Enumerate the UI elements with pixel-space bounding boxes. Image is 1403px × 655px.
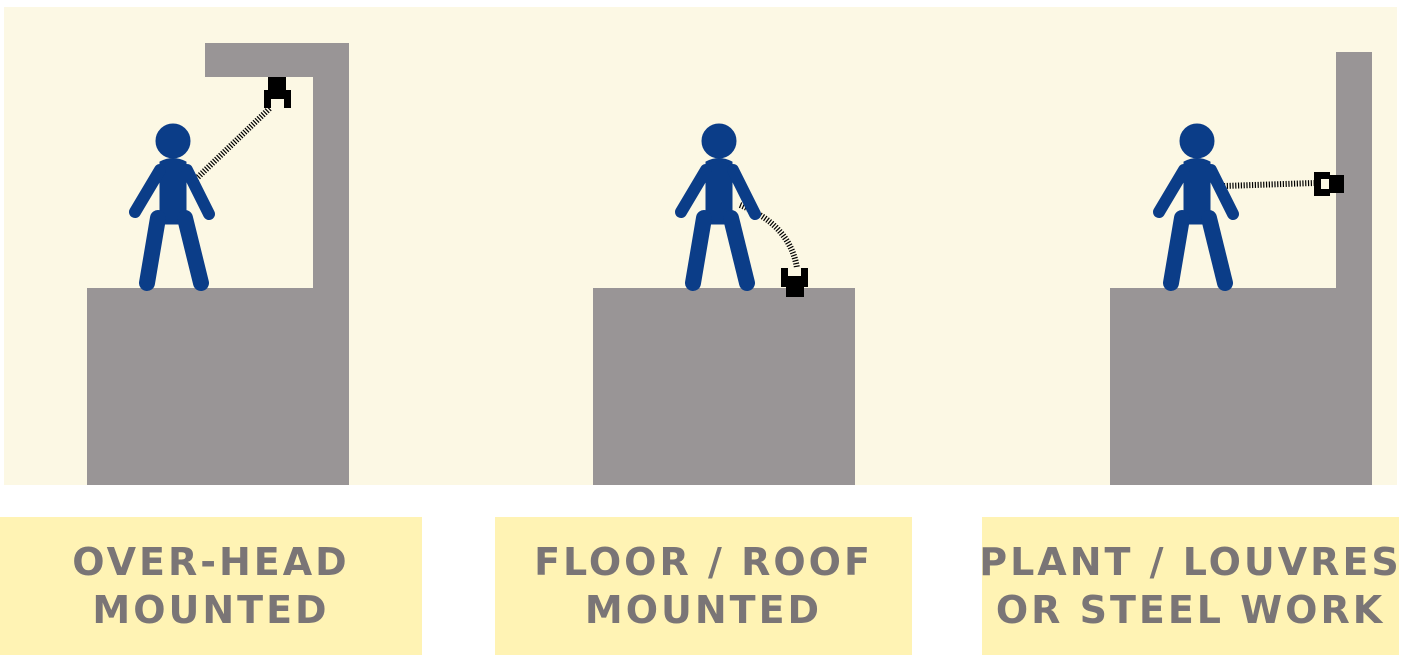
label-plant-louvres: PLANT / LOUVRES OR STEEL WORK <box>982 517 1399 655</box>
label-floor-roof-line-2: MOUNTED <box>585 586 822 634</box>
label-plant-louvres-line-2: OR STEEL WORK <box>996 586 1385 634</box>
label-floor-roof: FLOOR / ROOF MOUNTED <box>495 517 912 655</box>
label-overhead: OVER-HEAD MOUNTED <box>0 517 422 655</box>
label-floor-roof-line-1: FLOOR / ROOF <box>534 538 873 586</box>
label-overhead-line-1: OVER-HEAD <box>72 538 349 586</box>
anchor-point-icon <box>1314 172 1344 196</box>
label-plant-louvres-line-1: PLANT / LOUVRES <box>979 538 1402 586</box>
label-overhead-line-2: MOUNTED <box>92 586 329 634</box>
floor-roof-structure <box>593 288 855 485</box>
